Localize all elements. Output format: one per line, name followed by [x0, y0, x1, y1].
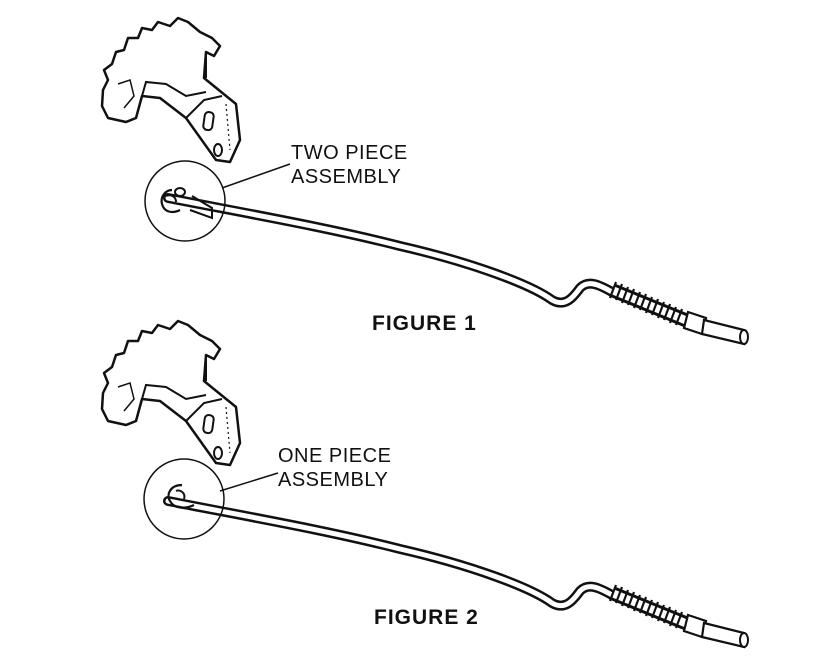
figure-2-callout-line1: ONE PIECE: [278, 445, 392, 467]
figure-1-drawing: [100, 16, 748, 344]
figure-1-caption: FIGURE 1: [372, 312, 477, 335]
figure-2-caption: FIGURE 2: [374, 606, 479, 629]
figure-1-detail-circle: [144, 160, 226, 242]
figure-2-drawing: [100, 319, 748, 647]
figure-1-callout: TWO PIECE ASSEMBLY: [291, 141, 408, 189]
figure-1-two-piece-joint: [160, 187, 213, 220]
figure-1-leader-line: [221, 163, 291, 189]
figure-2-bracket: [100, 319, 242, 467]
figure-1-callout-line2: ASSEMBLY: [291, 166, 402, 188]
figure-2-callout: ONE PIECE ASSEMBLY: [278, 444, 391, 492]
figure-2-one-piece-joint: [167, 483, 195, 509]
figure-1-bracket: [100, 16, 242, 164]
figure-1-callout-line1: TWO PIECE: [291, 142, 408, 164]
figure-2-leader-line: [219, 472, 279, 492]
figure-2-callout-line2: ASSEMBLY: [278, 469, 389, 491]
figure-2-detail-circle: [143, 458, 225, 540]
